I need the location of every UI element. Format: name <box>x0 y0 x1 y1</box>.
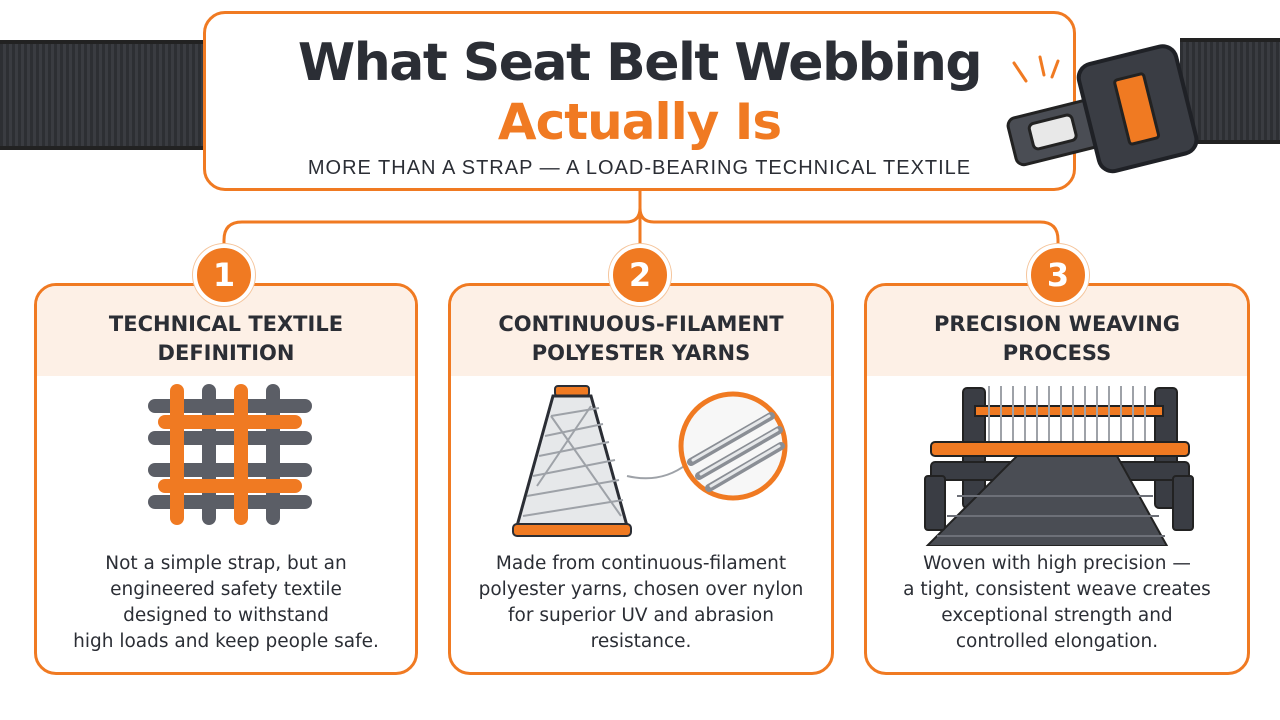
card-title: PRECISION WEAVING PROCESS <box>933 312 1181 365</box>
card-description: Made from continuous-filament polyester … <box>478 553 804 652</box>
card-polyester-yarns: CONTINUOUS-FILAMENT POLYESTER YARNS Made… <box>448 283 834 675</box>
seatbelt-strap-left <box>0 40 215 150</box>
step-badge-3: 3 <box>1027 244 1089 306</box>
yarn-spool-icon <box>512 385 788 537</box>
card-technical-textile: TECHNICAL TEXTILE DEFINITION Not a simpl… <box>34 283 418 675</box>
seatbelt-buckle-icon <box>1006 44 1199 174</box>
title-panel: What Seat Belt Webbing Actually Is MORE … <box>203 11 1076 191</box>
card-description: Woven with high precision — a tight, con… <box>903 553 1211 652</box>
step-badge-1: 1 <box>193 244 255 306</box>
card-precision-weaving: PRECISION WEAVING PROCESS Woven with hig… <box>864 283 1250 675</box>
page-title: What Seat Belt Webbing <box>297 33 983 93</box>
page-subtitle: MORE THAN A STRAP — A LOAD-BEARING TECHN… <box>307 157 972 179</box>
card-title: CONTINUOUS-FILAMENT POLYESTER YARNS <box>498 312 784 365</box>
step-badge-2: 2 <box>609 244 671 306</box>
seatbelt-strap-right <box>1180 38 1280 144</box>
page-title-highlight: Actually Is <box>497 93 782 151</box>
loom-icon <box>924 386 1194 546</box>
card-description: Not a simple strap, but an engineered sa… <box>73 553 379 652</box>
card-title: TECHNICAL TEXTILE DEFINITION <box>108 312 344 365</box>
woven-grid-icon <box>148 384 312 525</box>
